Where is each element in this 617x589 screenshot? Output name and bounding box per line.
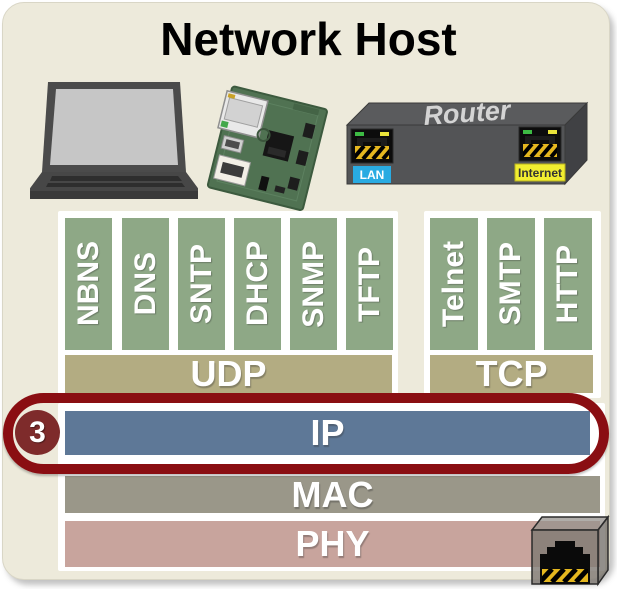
- protocol-label: DNS: [128, 252, 162, 316]
- circuit-board-icon: [206, 85, 328, 211]
- protocol-label: SNMP: [296, 240, 330, 328]
- udp-layer: UDP: [65, 353, 392, 394]
- protocol-column-telnet: Telnet: [430, 218, 478, 350]
- lan-port-label: LAN: [360, 168, 385, 182]
- protocol-label: HTTP: [551, 244, 584, 324]
- udp-layer-label: UDP: [190, 353, 267, 394]
- protocol-column-dhcp: DHCP: [234, 218, 281, 350]
- rj45-port-icon: [350, 128, 394, 164]
- protocol-label: TFTP: [352, 246, 386, 322]
- protocol-column-snmp: SNMP: [290, 218, 337, 350]
- protocol-column-smtp: SMTP: [487, 218, 535, 350]
- tcp-layer: TCP: [430, 353, 593, 394]
- step-badge-number: 3: [29, 415, 46, 449]
- protocol-label: DHCP: [240, 241, 274, 327]
- tcp-layer-label: TCP: [475, 353, 548, 394]
- protocol-column-dns: DNS: [122, 218, 169, 350]
- protocol-column-tftp: TFTP: [346, 218, 393, 350]
- ethernet-jack-icon: [530, 514, 610, 587]
- protocol-label: SMTP: [494, 242, 527, 326]
- router-icon: Router LAN: [345, 98, 589, 186]
- laptop-icon: [30, 82, 198, 199]
- protocol-label: NBNS: [71, 241, 105, 327]
- page-title: Network Host: [160, 13, 457, 65]
- highlight-ring: [3, 393, 609, 474]
- phy-layer-label: PHY: [295, 523, 370, 564]
- protocol-label: Telnet: [437, 240, 470, 328]
- phy-layer: PHY: [65, 521, 600, 567]
- protocol-column-sntp: SNTP: [178, 218, 225, 350]
- router-label: Router: [422, 98, 512, 131]
- mac-layer: MAC: [65, 473, 600, 515]
- mac-layer-label: MAC: [291, 473, 374, 515]
- ip-layer: IP: [65, 411, 590, 455]
- protocol-column-nbns: NBNS: [65, 218, 112, 350]
- protocol-label: SNTP: [184, 243, 218, 324]
- step-badge: 3: [15, 410, 60, 455]
- internet-port-label: Internet: [518, 166, 562, 180]
- rj45-port-icon: [518, 126, 562, 162]
- protocol-column-http: HTTP: [544, 218, 592, 350]
- ip-layer-label: IP: [310, 412, 345, 453]
